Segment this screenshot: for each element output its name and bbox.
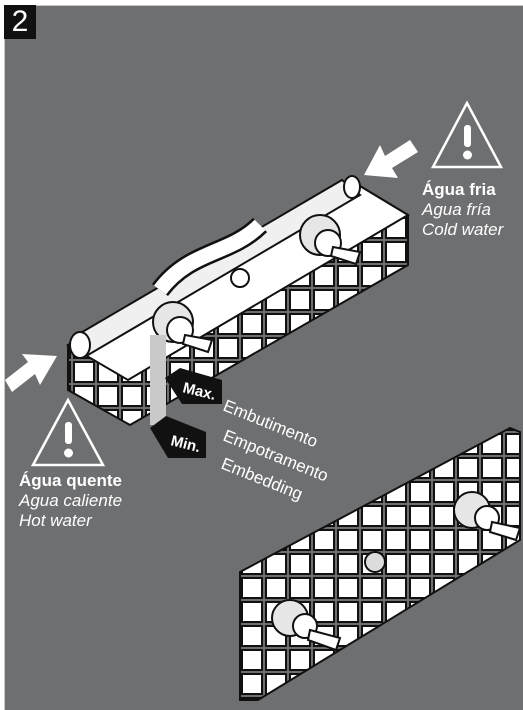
hot-title: Água quente <box>19 471 122 490</box>
min-marker <box>150 416 206 458</box>
arrow-icon <box>5 354 57 392</box>
step-number: 2 <box>4 5 36 39</box>
max-marker <box>165 368 222 404</box>
warning-icon <box>430 100 504 169</box>
valve-icon <box>453 491 522 542</box>
hot-es: Agua caliente <box>19 491 123 510</box>
depth-gauge <box>150 335 166 425</box>
valve-icon <box>271 599 342 652</box>
valve-icon <box>299 214 362 266</box>
cold-es: Agua fría <box>422 200 491 219</box>
valve-icon <box>152 301 214 354</box>
hot-water-label: Água quente Agua caliente Hot water <box>19 471 122 531</box>
hot-en: Hot water <box>19 511 92 530</box>
warning-icon <box>30 397 106 467</box>
arrow-icon <box>364 140 418 178</box>
cold-en: Cold water <box>422 220 504 239</box>
cold-water-label: Água fria Agua fría Cold water <box>422 180 503 240</box>
min-label: Min. <box>169 432 202 456</box>
finished-wall <box>239 426 521 701</box>
cold-title: Água fria <box>422 180 496 199</box>
valve-body-block <box>66 175 410 427</box>
